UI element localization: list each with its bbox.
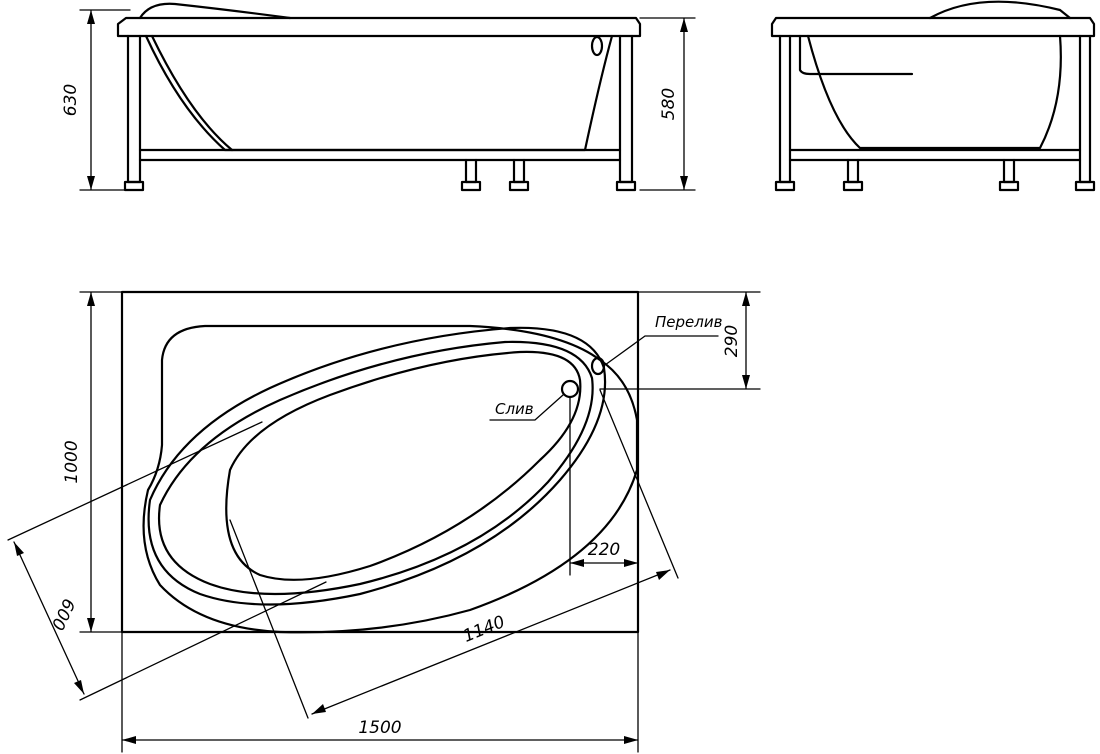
dim-line-1500 (121, 631, 639, 753)
overflow-label: Перелив (655, 313, 723, 331)
dim-text-290: 290 (722, 325, 742, 357)
end-mid-leg-1 (846, 158, 860, 184)
dim-text-630: 630 (61, 84, 81, 116)
front-headrest (138, 2, 292, 20)
front-rim (116, 16, 642, 38)
end-bowl (806, 34, 1062, 150)
deck-outline (142, 324, 639, 634)
drain-label: Слив (495, 400, 534, 418)
drain-hole (560, 379, 580, 399)
front-mid-leg-1 (464, 158, 478, 184)
end-foot-left (774, 180, 796, 192)
dim-line-630 (79, 9, 131, 191)
end-mid-foot-2 (998, 180, 1020, 192)
end-leg-left (778, 34, 792, 184)
overflow-hole (590, 356, 606, 376)
dim-line-290 (599, 291, 761, 390)
end-headrest (928, 0, 1072, 20)
front-view: 630 580 (61, 2, 696, 192)
bowl-outer (147, 326, 607, 606)
overflow-leader (604, 335, 719, 366)
top-view: Перелив Слив 1000 290 220 1500 1140 600 (7, 290, 761, 753)
front-leg-right (618, 34, 634, 184)
dim-line-1000 (79, 291, 123, 633)
front-foot-right (615, 180, 637, 192)
dim-line-580 (639, 17, 696, 191)
top-outline (120, 290, 640, 634)
dim-line-600 (7, 421, 327, 701)
dim-arrows-220 (570, 559, 638, 567)
dim-line-1140 (229, 389, 679, 719)
end-step (798, 34, 914, 76)
end-foot-right (1074, 180, 1096, 192)
end-crossbar (788, 148, 1082, 162)
front-foot-left (123, 180, 145, 192)
dim-text-1500: 1500 (358, 718, 401, 738)
front-mid-foot-2 (508, 180, 530, 192)
end-leg-right (1078, 34, 1092, 184)
end-mid-leg-2 (1002, 158, 1016, 184)
dim-text-600: 600 (47, 595, 79, 633)
drain-leader (489, 394, 564, 421)
front-bowl-inner (150, 34, 234, 152)
front-leg-left (126, 34, 142, 184)
dim-text-1000: 1000 (62, 440, 82, 483)
front-mid-foot-1 (460, 180, 482, 192)
bowl-mid (157, 340, 594, 596)
front-crossbar (138, 148, 622, 162)
front-bowl (144, 34, 614, 152)
front-mid-leg-2 (512, 158, 526, 184)
end-rim (770, 16, 1096, 38)
dim-text-220: 220 (588, 540, 620, 560)
front-overflow-hole (590, 35, 604, 57)
dim-text-1140: 1140 (460, 612, 508, 647)
bowl-floor (225, 350, 582, 581)
end-mid-foot-1 (842, 180, 864, 192)
end-view (770, 0, 1096, 192)
dim-text-580: 580 (659, 88, 679, 120)
